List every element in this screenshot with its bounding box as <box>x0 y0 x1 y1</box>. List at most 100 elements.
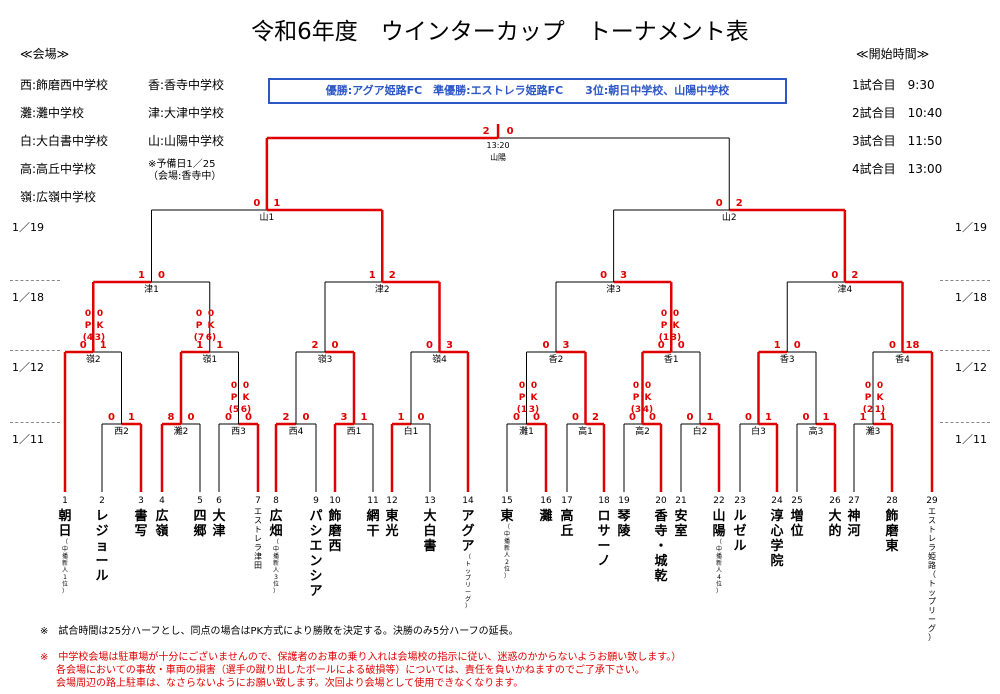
team-name: パシエンシア <box>309 509 323 599</box>
page-title: 令和6年度 ウインターカップ トーナメント表 <box>251 19 749 45</box>
score-left: 1 <box>774 340 781 351</box>
results-banner: 優勝:アグア姫路FC 準優勝:エストレラ姫路FC 3位:朝日中学校、山陽中学校 <box>268 78 787 104</box>
team-name: 大的 <box>828 509 842 539</box>
pk-result: 3) <box>529 405 539 415</box>
start-time: 1試合目 9:30 <box>852 78 935 92</box>
round-divider <box>10 280 60 281</box>
team-number: 12 <box>386 496 398 506</box>
match-label: 嶺1 <box>202 354 217 365</box>
venue-label: 高:高丘中学校 <box>20 162 97 176</box>
team-name: 香寺・城乾 <box>654 509 668 584</box>
team-number: 7 <box>255 496 261 506</box>
score-right: 1 <box>216 340 223 351</box>
match-label: 西2 <box>114 426 129 437</box>
score-left: 0 <box>889 340 896 351</box>
team-number: 14 <box>462 496 474 506</box>
score-right: 2 <box>851 270 858 281</box>
score-right: 3 <box>620 270 627 281</box>
venues-header: ≪会場≫ <box>20 47 70 61</box>
score-right: 0 <box>794 340 801 351</box>
score-right: 0 <box>188 412 195 423</box>
score-left: 0 <box>513 412 520 423</box>
pk-score: 0 <box>531 381 537 391</box>
team-number: 17 <box>561 496 573 506</box>
pk-result: (3 <box>631 405 641 415</box>
team-number: 9 <box>313 496 319 506</box>
match-label: 灘3 <box>866 425 881 437</box>
score-left: 1 <box>369 270 376 281</box>
start-time: 3試合目 11:50 <box>852 134 943 148</box>
match-label: 白1 <box>404 425 419 437</box>
pk-result: (1 <box>517 405 527 415</box>
team-number: 24 <box>771 496 783 506</box>
team-name: 網干 <box>366 509 380 539</box>
team-name: 広嶺 <box>155 509 169 539</box>
score-right: 0 <box>533 412 540 423</box>
pk-label: K <box>208 321 216 331</box>
team-name: ロサーノ <box>597 509 611 569</box>
round-date: 1／11 <box>12 433 44 446</box>
pk-score: 0 <box>208 309 214 319</box>
match-label: 高3 <box>809 425 824 437</box>
pk-score: 0 <box>243 381 249 391</box>
pk-label: P <box>519 393 526 403</box>
match-label: 白3 <box>751 425 766 437</box>
team-name: 山陽 <box>712 509 726 539</box>
score-left: 0 <box>687 412 694 423</box>
start-time: 2試合目 10:40 <box>852 106 943 120</box>
score-left: 0 <box>831 270 838 281</box>
round-divider <box>10 422 60 423</box>
damage-note: 各会場においての事故・車両の損害（選手の蹴り出したボールによる破損等）については… <box>56 665 645 676</box>
pk-score: 0 <box>196 309 202 319</box>
final-score-left: 2 <box>483 126 490 137</box>
score-left: 2 <box>283 412 290 423</box>
venue-label: 灘:灘中学校 <box>20 106 85 120</box>
score-right: 1 <box>765 412 772 423</box>
score-right: 2 <box>736 198 743 209</box>
match-label: 香4 <box>895 354 910 365</box>
team-name: 安室 <box>674 509 688 539</box>
team-number: 8 <box>273 496 279 506</box>
pk-label: P <box>231 393 238 403</box>
score-right: 0 <box>158 270 165 281</box>
pk-score: 0 <box>231 381 237 391</box>
team-number: 6 <box>216 496 222 506</box>
start-time: 4試合目 13:00 <box>852 162 943 176</box>
score-left: 0 <box>803 412 810 423</box>
match-label: 灘2 <box>174 425 189 437</box>
team-number: 27 <box>848 496 860 506</box>
team-name: 琴陵 <box>617 509 631 539</box>
final-venue: 山陽 <box>490 152 506 162</box>
score-left: 0 <box>543 340 550 351</box>
pk-label: P <box>661 321 668 331</box>
pk-score: 0 <box>865 381 871 391</box>
match-label: 嶺2 <box>86 354 101 365</box>
match-label: 西4 <box>289 426 304 437</box>
team-number: 13 <box>424 496 436 506</box>
team-number: 22 <box>713 496 725 506</box>
score-right: 1 <box>361 412 368 423</box>
pk-score: 0 <box>877 381 883 391</box>
team-number: 29 <box>926 496 938 506</box>
pk-result: 3) <box>671 333 681 343</box>
team-number: 11 <box>367 496 379 506</box>
score-left: 1 <box>860 412 867 423</box>
score-right: 2 <box>389 270 396 281</box>
venue-label: 津:大津中学校 <box>148 106 225 120</box>
score-right: 1 <box>100 340 107 351</box>
venue-label: 白:大白書中学校 <box>20 134 109 148</box>
score-left: 1 <box>398 412 405 423</box>
match-label: 白2 <box>693 425 708 437</box>
score-left: 0 <box>253 198 260 209</box>
match-label: 嶺3 <box>318 354 333 365</box>
team-number: 25 <box>791 496 803 506</box>
